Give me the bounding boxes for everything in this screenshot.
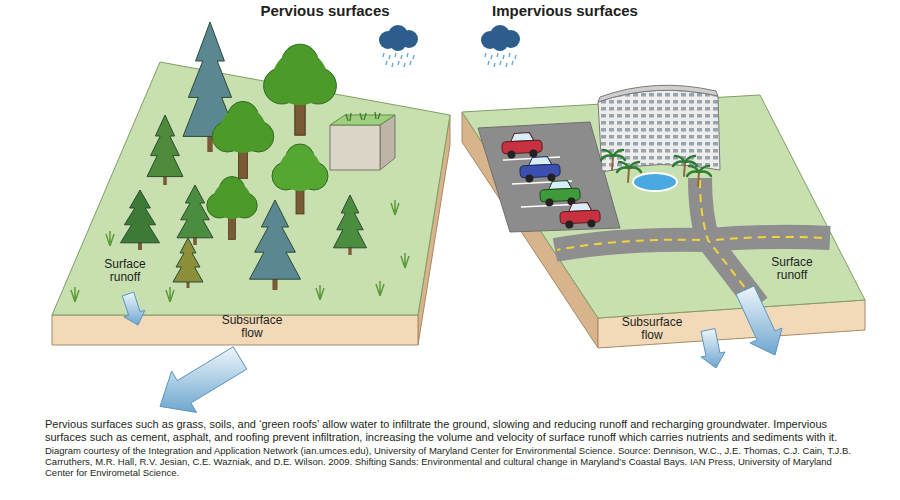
flow-label: Surface runoff [95,258,155,284]
runoff-arrow [736,286,782,355]
palm-tree [601,150,711,186]
car [501,132,542,159]
car-wheel [547,173,555,181]
pine-tree [250,200,301,290]
green-roof [330,115,395,125]
car-wheel [525,174,533,182]
panel-heading: Impervious surfaces [492,2,638,19]
parking-lines [503,157,583,207]
hotel-building [598,90,720,172]
car-wheel [529,149,537,157]
pine-tree [147,115,183,185]
road-marking [716,237,828,240]
caption: Pervious surfaces such as grass, soils, … [45,418,860,444]
subsurface-arrow [160,347,247,413]
rain-cloud [481,25,520,67]
rain-drops [485,53,516,67]
runoff-arrow [122,292,145,325]
subsurface-arrow [701,329,725,368]
deciduous-tree [207,177,257,240]
rain-drops [383,53,414,67]
building-front [330,125,380,170]
rain-cloud [379,25,418,67]
road [555,240,708,250]
flow-label: Subsurface flow [212,314,292,340]
pine-tree [334,195,367,255]
car [559,202,600,229]
car [519,156,560,183]
cloud-puff [492,35,508,51]
deciduous-tree [272,144,328,214]
pine-tree [177,185,213,245]
car-wheel [545,198,553,206]
deciduous-tree [264,44,337,135]
palm-fronds [601,150,711,176]
parking-lot [478,122,620,232]
credit-line: Diagram courtesy of the Integration and … [45,446,860,479]
hotel-roof [598,85,718,102]
swimming-pool [633,173,677,191]
pine-tree [173,238,203,288]
grass-tuft [71,200,409,302]
flow-label: Surface runoff [762,256,822,282]
road-marking [700,180,756,302]
car-wheel [565,220,573,228]
car-wheel [587,219,595,227]
flow-label: Subsurface flow [612,316,692,342]
pine-tree [121,190,160,250]
cloud-puff [390,35,406,51]
deciduous-tree [212,101,274,178]
caption-block: Pervious surfaces such as grass, soils, … [45,418,860,481]
grass-surface [52,62,450,315]
panel-heading: Pervious surfaces [260,2,389,19]
soil-front [52,315,418,345]
road [708,237,830,240]
road-marking [557,240,700,250]
car-wheel [507,150,515,158]
roof-plants [346,112,380,121]
